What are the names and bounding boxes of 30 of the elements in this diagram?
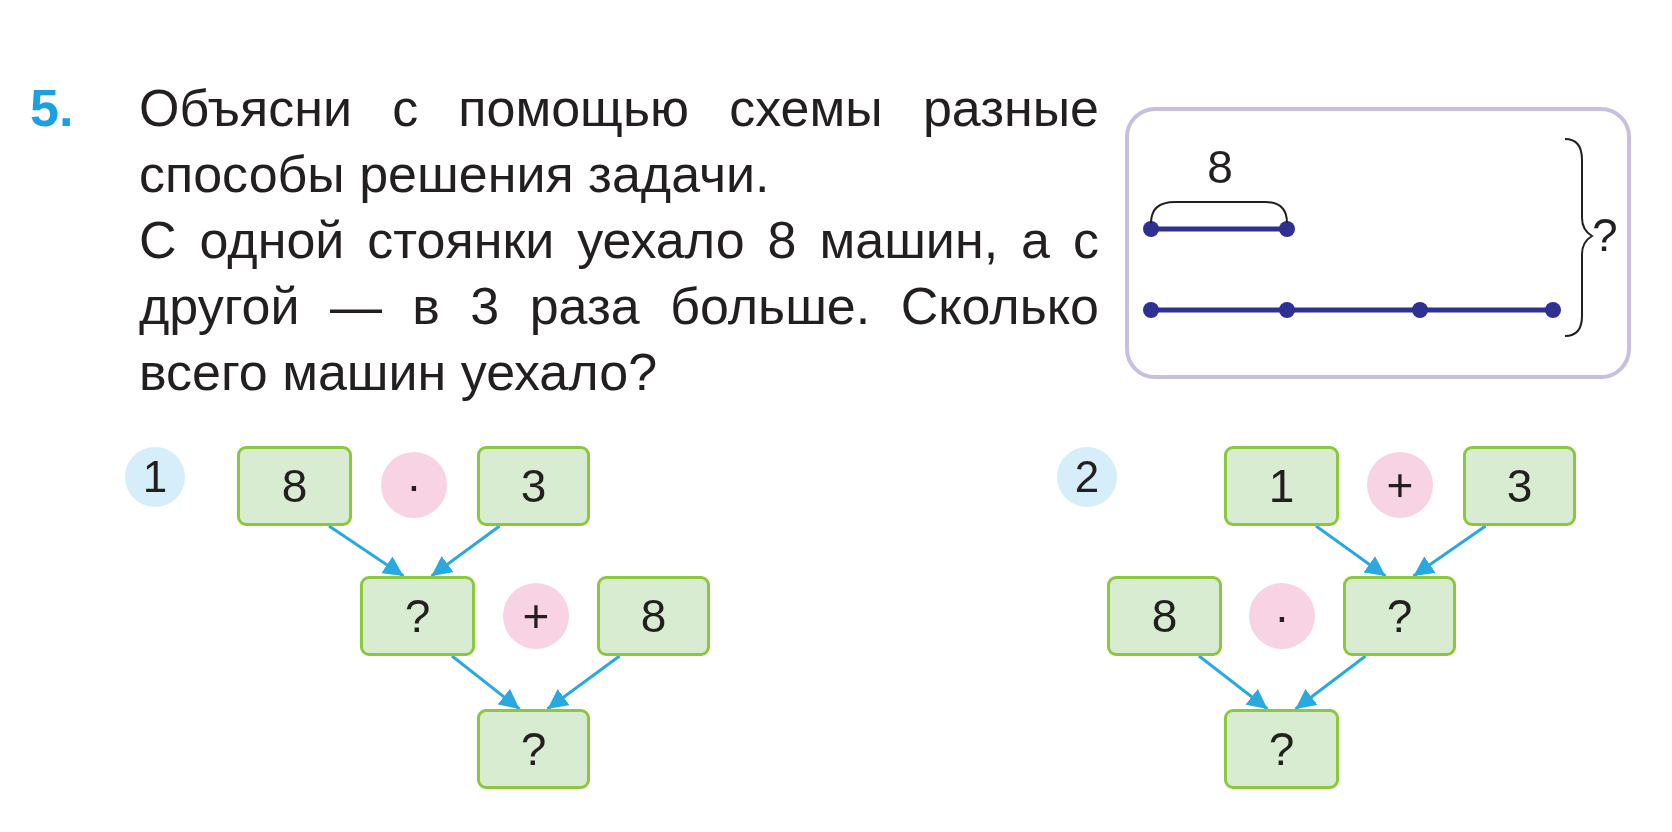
- operation-circle: ·: [1249, 583, 1315, 649]
- operation-circle: +: [1367, 452, 1433, 518]
- number-box: 8: [1107, 576, 1222, 656]
- exercise-number: 5.: [30, 78, 75, 138]
- segment-length-label: 8: [1206, 140, 1234, 194]
- number-box: 8: [237, 446, 352, 526]
- number-box: ?: [1343, 576, 1456, 656]
- arrow: [1315, 524, 1387, 578]
- scheme-frame: [1125, 107, 1631, 379]
- task-text: С одной стоянки уехало 8 машин, а с другой — в 3 раза больше. Сколько всего машин уехало?: [139, 210, 1099, 403]
- total-question-mark: ?: [1592, 208, 1619, 262]
- number-box: 3: [477, 446, 590, 526]
- arrow: [1412, 524, 1487, 578]
- number-box: ?: [477, 709, 590, 789]
- number-box: 8: [597, 576, 710, 656]
- operation-circle: +: [503, 583, 569, 649]
- operation-circle: ·: [381, 452, 447, 518]
- arrow: [451, 654, 521, 711]
- arrow: [1294, 654, 1367, 711]
- method-number-circle: 1: [125, 447, 185, 507]
- arrow: [430, 524, 501, 578]
- arrow: [328, 524, 405, 578]
- arrow: [1198, 654, 1269, 711]
- number-box: ?: [360, 576, 475, 656]
- number-box: 1: [1224, 446, 1339, 526]
- method-number-circle: 2: [1057, 447, 1117, 507]
- number-box: ?: [1224, 709, 1339, 789]
- task-instruction: Объясни с помощью схемы разные способы решения задачи.: [139, 78, 1099, 205]
- number-box: 3: [1463, 446, 1576, 526]
- arrow: [546, 654, 621, 711]
